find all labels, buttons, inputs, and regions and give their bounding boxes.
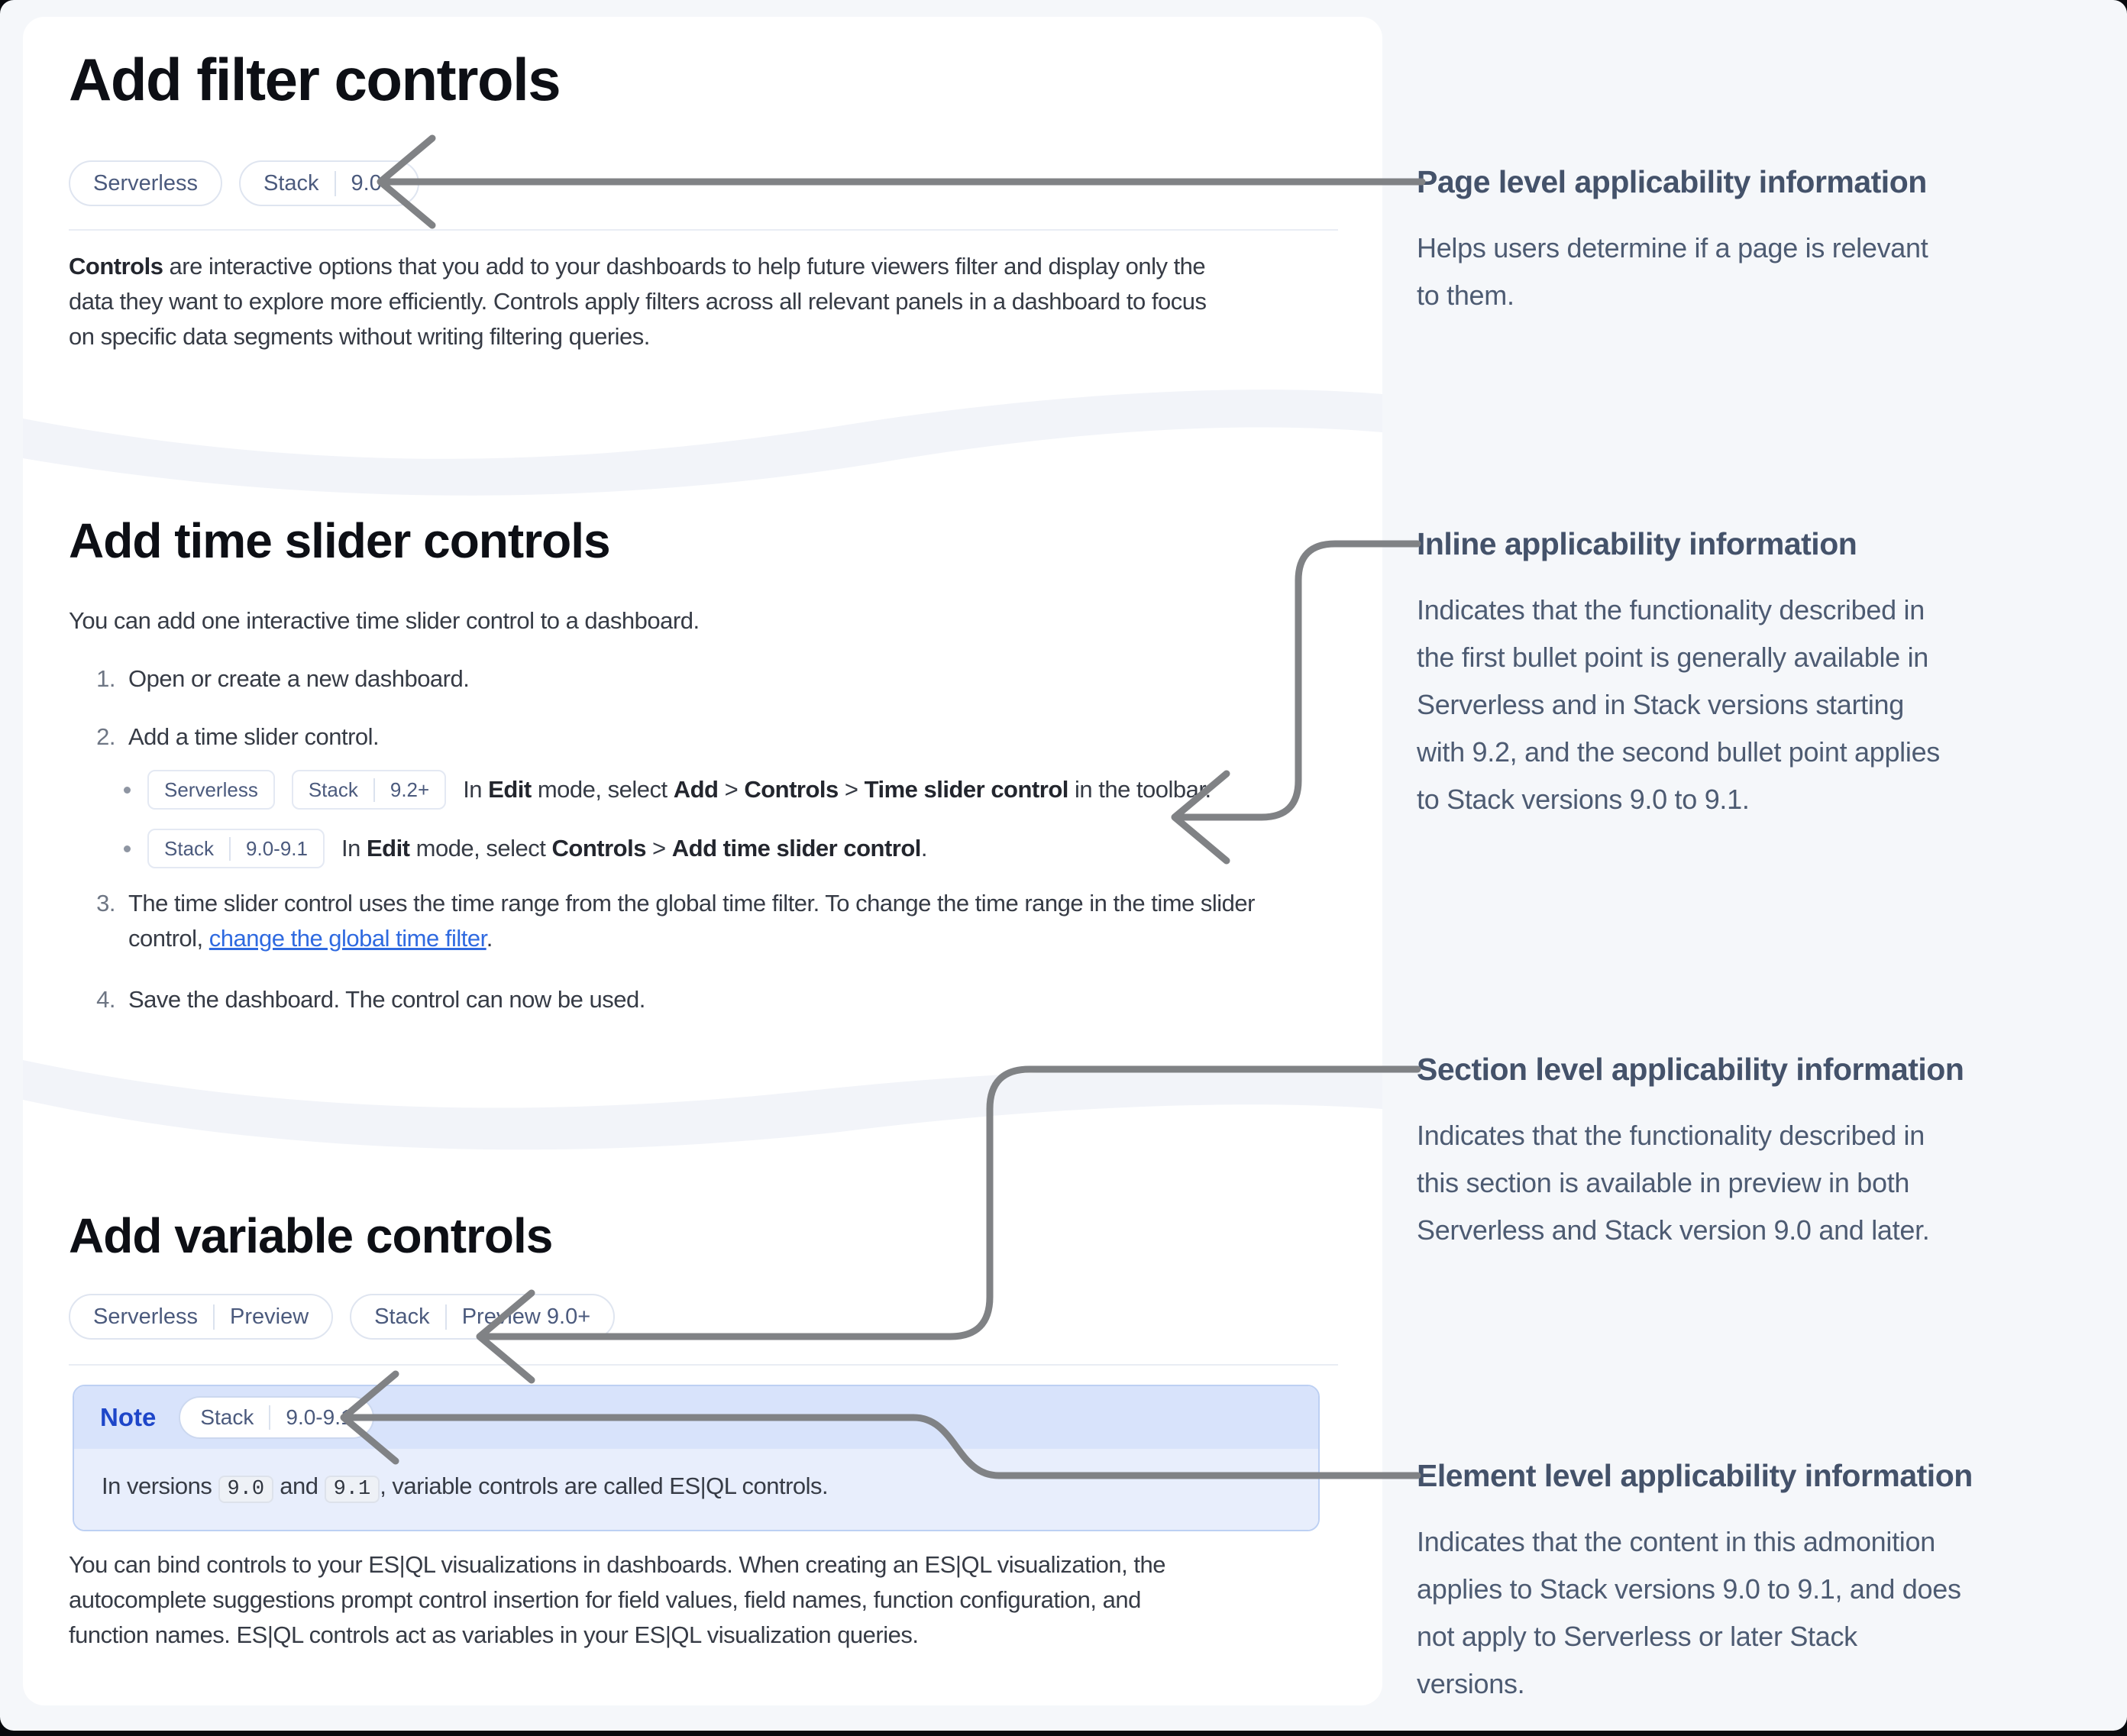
- applicability-badge: Stack 9.0+: [239, 160, 419, 206]
- note-label: Note: [100, 1403, 157, 1431]
- note-body: In versions 9.0 and 9.1, variable contro…: [74, 1449, 1318, 1530]
- step-4: 4. Save the dashboard. The control can n…: [80, 982, 645, 1017]
- time-slider-lead: You can add one interactive time slider …: [69, 607, 700, 634]
- bullet-text: In Edit mode, select Controls > Add time…: [341, 835, 928, 862]
- bold-text: Controls: [744, 776, 839, 803]
- badge-part: 9.0-9.1: [269, 1405, 353, 1430]
- annotation-body: Helps users determine if a page is relev…: [1417, 232, 1928, 311]
- inline-applicability-badges: Serverless Stack 9.2+: [147, 770, 447, 810]
- section-applicability-badges: Serverless Preview Stack Preview 9.0+: [69, 1294, 616, 1340]
- text-run: In versions: [102, 1473, 218, 1499]
- applicability-badge: Serverless Preview: [69, 1294, 334, 1340]
- annotation-title: Section level applicability information: [1417, 1052, 1964, 1087]
- text-run: In: [341, 835, 367, 862]
- text-run: Add a time slider control.: [128, 723, 380, 750]
- applicability-badge: Stack 9.2+: [291, 770, 447, 810]
- divider: [69, 229, 1338, 231]
- divider: [69, 1364, 1338, 1366]
- applicability-badge: Serverless: [147, 770, 275, 810]
- annotation-inline-level: Inline applicability information Indicat…: [1417, 524, 2089, 823]
- annotation-body: Indicates that the functionality describ…: [1417, 1120, 1930, 1246]
- bold-text: Edit: [366, 835, 410, 862]
- step-1: 1. Open or create a new dashboard.: [80, 661, 470, 697]
- annotation-title: Inline applicability information: [1417, 526, 1857, 561]
- bullet-item-stack-9091: Stack 9.0-9.1 In Edit mode, select Contro…: [124, 829, 928, 868]
- step-text: Open or create a new dashboard.: [128, 661, 470, 697]
- badge-part: 9.0+: [334, 170, 395, 196]
- note-admonition: Note Stack 9.0-9.1 In versions 9.0 and 9.…: [73, 1385, 1320, 1531]
- inline-applicability-badges: Stack 9.0-9.1: [147, 829, 325, 868]
- annotation-element-level: Element level applicability information …: [1417, 1456, 2089, 1708]
- applicability-badge: Stack Preview 9.0+: [350, 1294, 616, 1340]
- annotation-title: Element level applicability information: [1417, 1458, 1973, 1493]
- bold-text: Time slider control: [864, 776, 1069, 803]
- text-run: are interactive options that you add to …: [69, 253, 1207, 350]
- bullet-item-serverless-92: Serverless Stack 9.2+ In Edit mode, select…: [124, 770, 1211, 810]
- bullet-dot-icon: [124, 845, 131, 852]
- text-run: .: [920, 835, 928, 862]
- badge-part: Serverless: [93, 170, 198, 196]
- step-number: 3.: [96, 890, 115, 916]
- step-number: 2.: [96, 723, 115, 750]
- text-run: Save the dashboard. The control can now …: [128, 986, 645, 1013]
- badge-part: Stack: [263, 170, 319, 196]
- text-run: , variable controls are called ES|QL con…: [380, 1473, 829, 1499]
- badge-part: Stack: [374, 1304, 430, 1329]
- text-run: >: [718, 776, 745, 803]
- text-run: In: [463, 776, 489, 803]
- badge-part: Serverless: [164, 777, 258, 801]
- badge-part: 9.0-9.1: [229, 836, 308, 861]
- step-3: 3. The time slider control uses the time…: [80, 886, 1335, 956]
- text-run: mode, select: [531, 776, 674, 803]
- note-header: Note Stack 9.0-9.1: [74, 1386, 1318, 1449]
- annotation-body: Indicates that the functionality describ…: [1417, 594, 1940, 815]
- text-run: >: [838, 776, 865, 803]
- variable-outro-paragraph: You can bind controls to your ES|QL visu…: [69, 1551, 1165, 1648]
- badge-part: Stack: [164, 836, 215, 860]
- bullet-dot-icon: [124, 786, 131, 794]
- bold-text: Controls: [69, 253, 163, 280]
- applicability-badge: Serverless: [69, 160, 222, 206]
- bold-text: Add time slider control: [671, 835, 922, 862]
- step-text: Add a time slider control.: [128, 719, 380, 755]
- applicability-badge: Stack 9.0-9.1: [147, 829, 325, 868]
- badge-part: 9.2+: [373, 777, 429, 802]
- badge-part: Stack: [200, 1405, 254, 1429]
- badge-part: Preview: [213, 1304, 309, 1330]
- step-number: 1.: [96, 665, 115, 692]
- step-text: Save the dashboard. The control can now …: [128, 982, 645, 1017]
- text-run: Open or create a new dashboard.: [128, 665, 470, 692]
- bold-text: Controls: [551, 835, 647, 862]
- applicability-badge: Stack 9.0-9.1: [179, 1396, 374, 1439]
- note-applicability-badge: Stack 9.0-9.1: [179, 1396, 374, 1439]
- inline-code: 9.0: [218, 1476, 274, 1503]
- text-run: .: [486, 925, 493, 952]
- annotation-body: Indicates that the content in this admon…: [1417, 1526, 1961, 1699]
- annotation-title: Page level applicability information: [1417, 164, 1927, 199]
- text-run: in the toolbar.: [1068, 776, 1211, 803]
- badge-part: Stack: [308, 777, 358, 801]
- badge-part: Preview 9.0+: [444, 1304, 590, 1330]
- section-title-time-slider: Add time slider controls: [69, 513, 611, 568]
- text-run: The time slider control uses the time ra…: [128, 890, 1255, 952]
- bold-text: Add: [673, 776, 719, 803]
- bold-text: Edit: [488, 776, 532, 803]
- text-run: >: [645, 835, 672, 862]
- section-title-variable: Add variable controls: [69, 1208, 553, 1263]
- step-2: 2. Add a time slider control.: [80, 719, 380, 755]
- step-number: 4.: [96, 986, 115, 1013]
- inline-code: 9.1: [324, 1476, 380, 1503]
- text-run: and: [273, 1473, 325, 1499]
- page-applicability-badges: Serverless Stack 9.0+: [69, 160, 419, 206]
- step-text: The time slider control uses the time ra…: [128, 886, 1335, 956]
- text-run: mode, select: [409, 835, 552, 862]
- annotation-section-level: Section level applicability information …: [1417, 1049, 2089, 1254]
- intro-paragraph: Controls are interactive options that yo…: [69, 249, 1367, 354]
- bullet-text: In Edit mode, select Add > Controls > Ti…: [463, 776, 1211, 803]
- page-title: Add filter controls: [69, 46, 561, 113]
- badge-part: Serverless: [93, 1304, 198, 1329]
- annotation-page-level: Page level applicability information Hel…: [1417, 162, 2089, 319]
- change-global-time-filter-link[interactable]: change the global time filter: [208, 925, 486, 952]
